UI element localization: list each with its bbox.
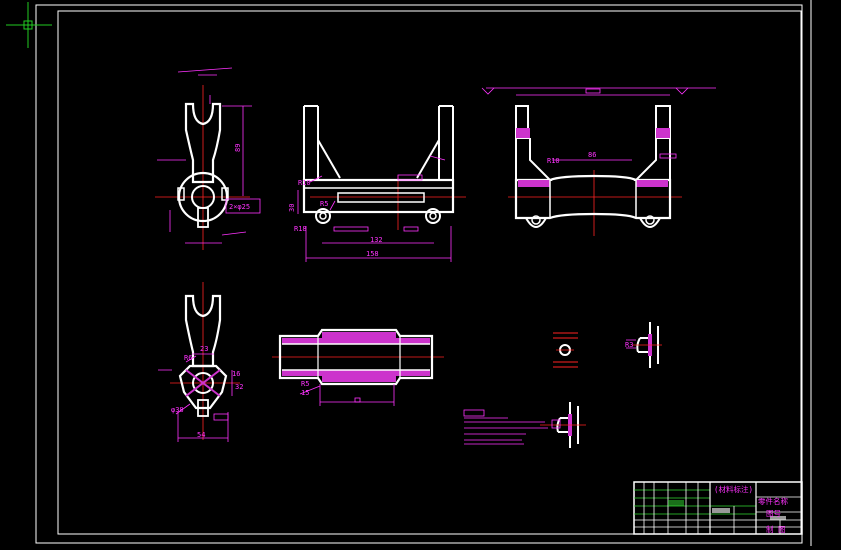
front-height-label: 30 xyxy=(288,204,296,212)
lower-width-label: 54 xyxy=(197,431,205,439)
top-view xyxy=(481,87,716,236)
bracket-detail-view xyxy=(626,322,662,368)
lower-bracket-detail-view xyxy=(463,402,586,448)
sheet-outer-border xyxy=(35,4,803,544)
section-15-label: 15 xyxy=(301,389,309,397)
side-height-label: 89 xyxy=(234,144,242,152)
front-r-bottom-label: R18 xyxy=(294,225,307,233)
section-view xyxy=(272,328,444,406)
title-block xyxy=(633,481,803,535)
title-part-name-label: 零件名称 xyxy=(758,496,788,506)
lower-side-view xyxy=(158,282,240,442)
top-r-label: R10 xyxy=(547,157,560,165)
title-drawing-no-label: 图号 xyxy=(766,509,781,518)
lower-top-label: 23 xyxy=(200,345,208,353)
front-r-top-label: R5 xyxy=(320,200,328,208)
section-r-label: R5 xyxy=(301,380,309,388)
title-material-label: (材料标注) xyxy=(714,484,753,494)
front-hole-spacing-label: 132 xyxy=(370,236,383,244)
sheet-inner-border xyxy=(57,10,802,535)
lower-right-b-label: 32 xyxy=(235,383,243,391)
top-width-label: 86 xyxy=(588,151,596,159)
front-width-label: 158 xyxy=(366,250,379,258)
crosshair-cursor-icon xyxy=(6,2,52,48)
lower-right-a-label: 16 xyxy=(232,370,240,378)
side-shaft-label: 2×φ25 xyxy=(229,203,250,211)
lower-phi-label: φ38 xyxy=(171,406,184,414)
front-view xyxy=(297,105,466,262)
lower-left-label: R6 xyxy=(184,354,192,362)
title-company-label: 制 图 xyxy=(766,524,786,534)
hole-detail-view xyxy=(553,332,578,368)
detail-r-label: R3 xyxy=(625,341,633,349)
front-r-left-label: R10 xyxy=(298,179,311,187)
side-view xyxy=(155,67,261,250)
